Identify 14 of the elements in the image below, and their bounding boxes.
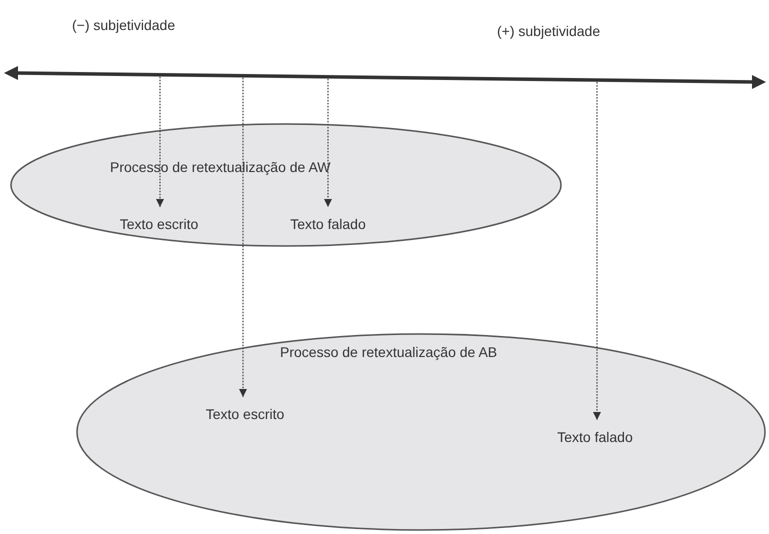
process-ellipse [76, 333, 766, 531]
axis-label: (−) subjetividade [72, 17, 176, 33]
ellipse-heading: Processo de retextualização de AW [110, 158, 330, 176]
dotted-arrow [324, 78, 332, 207]
ellipse-heading: Processo de retextualização de AB [280, 343, 498, 361]
text-label: Texto falado [274, 207, 382, 237]
dotted-arrow [156, 76, 164, 207]
process-ellipse [10, 123, 562, 247]
dotted-arrow [239, 78, 247, 397]
text-label: Texto escrito [190, 397, 300, 427]
axis-label: (+) subjetividade [497, 23, 600, 39]
text-label: Texto falado [540, 420, 650, 450]
dotted-arrow [593, 82, 601, 420]
text-label: Texto escrito [100, 207, 218, 237]
